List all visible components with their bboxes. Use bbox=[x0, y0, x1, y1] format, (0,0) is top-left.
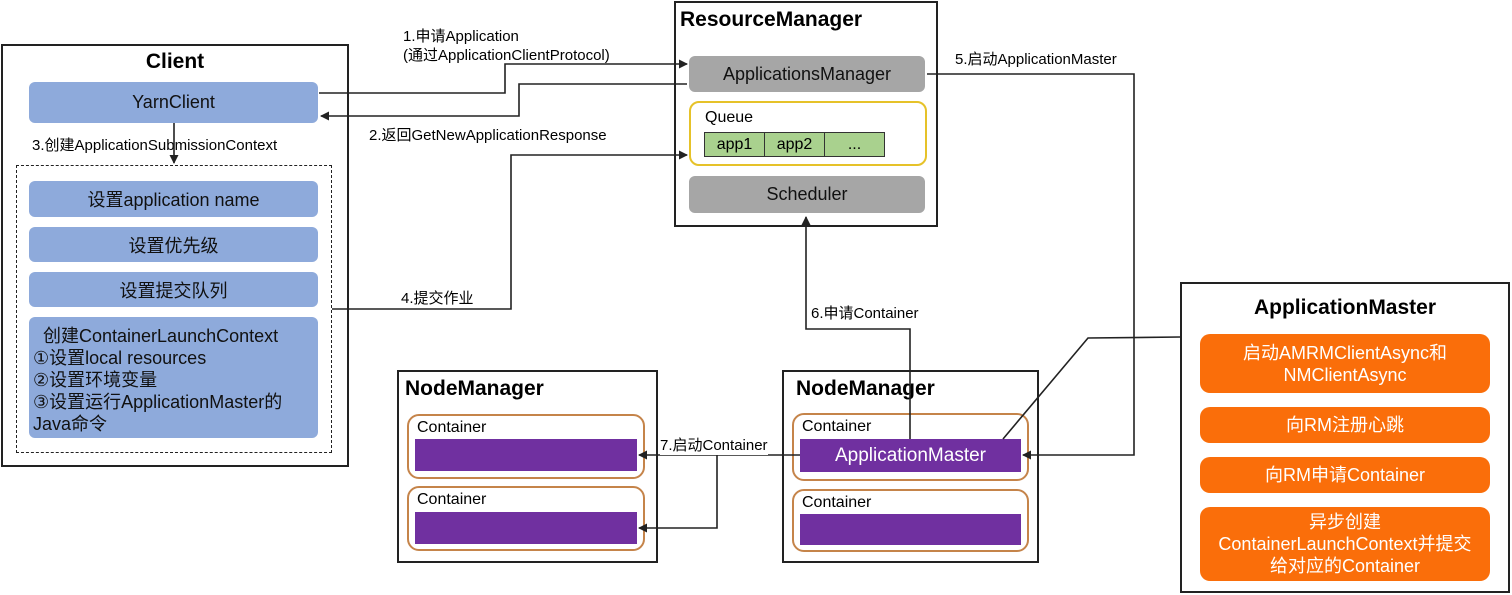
am-callout-line bbox=[1002, 336, 1181, 440]
label-arrow-4: 4.提交作业 bbox=[401, 290, 474, 307]
arrow-6-request-container bbox=[801, 216, 911, 439]
client-title: Client bbox=[145, 50, 205, 73]
am-step-request-container: 向RM申请Container bbox=[1200, 457, 1490, 493]
arrow-4-submit-job bbox=[332, 150, 688, 310]
nm-right-container-1-label: Container bbox=[802, 418, 872, 435]
nm-left-container-2-label: Container bbox=[417, 491, 487, 508]
label-arrow-7: 7.启动Container bbox=[660, 434, 768, 455]
launch-line-2: ②设置环境变量 bbox=[33, 370, 158, 390]
submission-context-box bbox=[16, 165, 332, 453]
set-queue: 设置提交队列 bbox=[29, 272, 318, 307]
launch-context-box: 创建ContainerLaunchContext ①设置local resour… bbox=[29, 317, 318, 438]
arrow-2-return-response bbox=[320, 83, 687, 121]
label-arrow-2: 2.返回GetNewApplicationResponse bbox=[369, 127, 607, 144]
arrow-1-request-app bbox=[319, 59, 688, 94]
nm-left-container-2-bar bbox=[415, 512, 637, 544]
label-arrow-1-line2: (通过ApplicationClientProtocol) bbox=[403, 47, 610, 64]
queue-cell-app1: app1 bbox=[704, 132, 765, 157]
nm-left-container-1-label: Container bbox=[417, 419, 487, 436]
queue-cell-app2: app2 bbox=[764, 132, 825, 157]
rm-title: ResourceManager bbox=[680, 8, 863, 31]
set-app-name: 设置application name bbox=[29, 181, 318, 217]
queue-cell-more: ... bbox=[824, 132, 885, 157]
label-arrow-1-line1: 1.申请Application bbox=[403, 28, 519, 45]
nm-right-container-2-bar bbox=[800, 514, 1021, 545]
scheduler: Scheduler bbox=[689, 176, 925, 213]
launch-line-1: ①设置local resources bbox=[33, 348, 207, 368]
label-step3: 3.创建ApplicationSubmissionContext bbox=[32, 137, 278, 154]
am-step-register-heartbeat: 向RM注册心跳 bbox=[1200, 407, 1490, 443]
am-title: ApplicationMaster bbox=[1253, 296, 1437, 319]
yarn-client: YarnClient bbox=[29, 82, 318, 123]
nm-right-container-2-label: Container bbox=[802, 494, 872, 511]
arrow-7-start-container-2 bbox=[638, 455, 718, 533]
am-step-start-clients: 启动AMRMClientAsync和NMClientAsync bbox=[1200, 334, 1490, 393]
launch-context-title: 创建ContainerLaunchContext bbox=[43, 326, 279, 346]
nm-left-title: NodeManager bbox=[405, 377, 544, 400]
nm-left-container-1-bar bbox=[415, 439, 637, 471]
am-step-async-launch: 异步创建ContainerLaunchContext并提交给对应的Contain… bbox=[1200, 507, 1490, 581]
arrow-5-start-am bbox=[927, 73, 1135, 460]
launch-line-3: ③设置运行ApplicationMaster的Java命令 bbox=[33, 392, 283, 434]
label-arrow-5: 5.启动ApplicationMaster bbox=[955, 51, 1117, 68]
nm-right-app-master: ApplicationMaster bbox=[800, 439, 1021, 472]
nm-right-title: NodeManager bbox=[796, 377, 935, 400]
queue-label: Queue bbox=[705, 109, 754, 126]
applications-manager: ApplicationsManager bbox=[689, 56, 925, 92]
set-priority: 设置优先级 bbox=[29, 227, 318, 262]
label-arrow-6: 6.申请Container bbox=[811, 305, 919, 322]
